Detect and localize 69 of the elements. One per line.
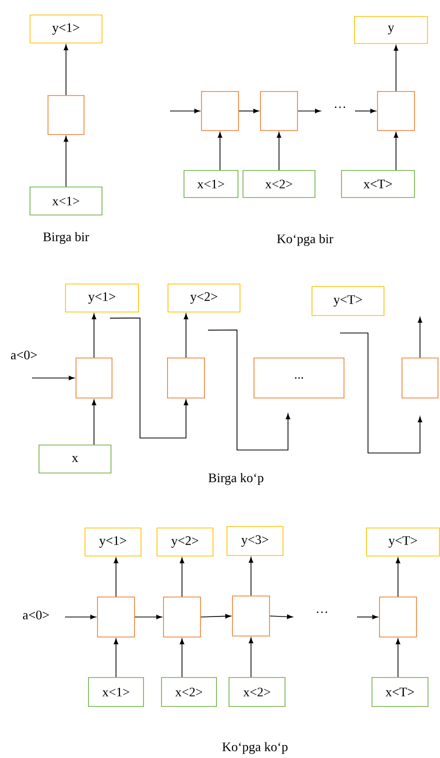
input-label: a<0>	[11, 350, 37, 360]
arrow	[297, 108, 321, 114]
arrow	[248, 557, 254, 596]
input-box: x<2>	[242, 170, 316, 198]
arrow	[180, 558, 184, 598]
output-box: y<1>	[30, 14, 102, 44]
input-box: x<1>	[88, 677, 144, 707]
cell-box	[402, 358, 438, 398]
arrow	[238, 108, 259, 114]
arrow	[134, 614, 162, 620]
cell-box	[232, 596, 270, 636]
arrow	[180, 638, 184, 678]
input-box: x<1>	[184, 170, 238, 198]
arrow	[394, 132, 398, 171]
cell-box	[377, 91, 415, 131]
output-box: y<1>	[84, 528, 142, 556]
arrow	[92, 314, 96, 358]
output-box: y<2>	[168, 284, 240, 312]
output-box: y<1>	[65, 284, 139, 312]
cell-box	[260, 91, 298, 131]
arrow	[218, 132, 222, 171]
arrow	[269, 614, 293, 619]
arrow	[354, 108, 376, 114]
arrow	[396, 638, 400, 678]
input-box: x<1>	[30, 186, 102, 216]
cell-box	[76, 358, 112, 398]
output-box: y<T>	[366, 528, 440, 556]
arrow	[32, 376, 74, 380]
cell-box	[379, 596, 417, 638]
input-box: x<T>	[372, 677, 428, 707]
cell-box: ...	[254, 358, 344, 398]
arrow	[356, 614, 378, 620]
ellipsis: ···	[334, 106, 346, 108]
arrow	[114, 558, 118, 598]
caption: Birga ko‘p	[208, 473, 264, 485]
cell-box	[201, 91, 239, 131]
arrow	[64, 136, 68, 188]
input-label: a<0>	[23, 610, 49, 620]
caption: Ko‘pga bir	[277, 234, 334, 246]
arrow	[114, 638, 118, 678]
input-box: x	[38, 444, 112, 474]
output-box: y<T>	[312, 286, 384, 316]
ellipsis: ···	[316, 611, 328, 613]
cell-box	[97, 596, 135, 638]
arrow	[64, 44, 68, 96]
arrow	[200, 614, 231, 618]
arrow	[208, 330, 290, 450]
arrow	[340, 332, 422, 454]
arrow	[396, 558, 400, 598]
arrow	[170, 108, 200, 114]
input-box: x<2>	[228, 677, 286, 707]
arrow	[92, 400, 96, 446]
output-box: y	[354, 16, 428, 44]
arrow	[248, 638, 254, 678]
cell-box	[163, 596, 201, 638]
caption: Ko‘pga ko‘p	[222, 742, 288, 754]
arrow	[110, 318, 188, 438]
input-box: x<2>	[161, 677, 217, 707]
cell-box	[167, 358, 205, 398]
arrow	[276, 132, 282, 171]
arrow	[394, 45, 398, 92]
arrow	[64, 614, 96, 620]
arrow	[418, 317, 422, 358]
output-box: y<2>	[156, 528, 214, 556]
cell-box	[48, 95, 84, 135]
caption: Birga bir	[43, 232, 90, 244]
arrow	[184, 314, 188, 358]
output-box: y<3>	[226, 526, 284, 556]
input-box: x<T>	[341, 170, 415, 198]
